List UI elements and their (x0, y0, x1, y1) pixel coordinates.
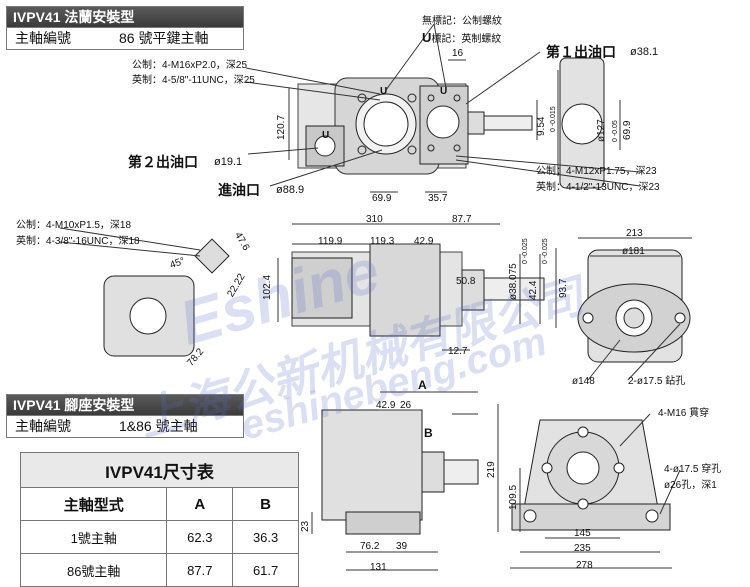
outlet2-dia: ø19.1 (214, 156, 243, 168)
dim-310: 310 (366, 214, 383, 225)
dim-127: ø127 (596, 119, 607, 142)
end-view-dimension-lines (578, 237, 692, 381)
dim-120-7: 120.7 (276, 114, 287, 140)
dim-a: A (418, 378, 427, 392)
spec-header-type: 主軸型式 (19, 487, 168, 521)
dim-b: B (424, 426, 433, 440)
dim-12-7: 12.7 (448, 346, 468, 357)
side-view-pump (103, 238, 545, 357)
flange-shaft-value: 86 號平鍵主軸 (119, 30, 209, 46)
spec-table: IVPV41尺寸表 主軸型式 A B 1號主軸 62.3 36.3 86號主軸 … (19, 452, 299, 587)
dim-foot-131: 131 (370, 562, 387, 573)
dim-181: ø181 (622, 246, 645, 257)
spec-cell-b: 61.7 (232, 553, 299, 587)
u-mark-a: U (380, 86, 388, 97)
dim-38-tol: 0 -0.025 (522, 238, 529, 264)
dim-9-54-tol: 0 -0.015 (550, 106, 557, 132)
dim-foot-26: 26 (400, 400, 412, 411)
note-mid-imperial: 英制：4-3/8"-16UNC，深18 (16, 236, 140, 247)
dim-foot-109-5: 109.5 (508, 484, 519, 510)
foot-mount-side-view (321, 409, 479, 535)
note-right-imperial: 英制：4-1/2"-13UNC，深23 (536, 182, 660, 193)
dim-foot-235: 235 (574, 543, 591, 554)
dim-foot-42-9: 42.9 (376, 400, 396, 411)
legend-u-mark: U標記：英制螺紋 (422, 30, 502, 46)
spec-cell-type: 1號主軸 (19, 520, 168, 554)
dim-42-tol: 0 -0.025 (542, 238, 549, 264)
table-row: 86號主軸 87.7 61.7 (19, 553, 299, 587)
note-h17-5: 4-ø17.5 穿孔 (664, 464, 722, 475)
foot-shaft-row: 主軸編號 1&86 號主軸 (7, 415, 243, 437)
dim-foot-23: 23 (300, 520, 311, 532)
dim-foot-219: 219 (486, 461, 497, 478)
dim-42-9: 42.9 (414, 236, 434, 247)
dim-16: 16 (452, 48, 464, 59)
foot-mount-front-view (511, 419, 671, 531)
dim-127-tol: 0 -0.05 (612, 120, 619, 142)
spec-header-b: B (232, 487, 299, 521)
dim-69-9-a: 69.9 (372, 193, 392, 204)
foot-shaft-label: 主軸編號 (15, 418, 71, 434)
dim-foot-39: 39 (396, 541, 408, 552)
u-mark-c: U (322, 130, 330, 141)
spec-cell-type: 86號主軸 (19, 553, 168, 587)
note-top-imperial: 英制：4-5/8"-11UNC，深25 (132, 75, 255, 86)
dim-foot-278: 278 (576, 560, 593, 571)
inlet-dia: ø88.9 (276, 184, 305, 196)
note-m16: 4-M16 貫穿 (658, 408, 710, 419)
foot-mount-title: IVPV41 腳座安裝型 (7, 395, 243, 415)
dim-42-4: 42.4 (528, 280, 539, 300)
spec-cell-b: 36.3 (232, 520, 299, 554)
note-right-metric: 公制：4-M12xP1.75，深23 (536, 166, 657, 177)
outlet1-dia: ø38.1 (630, 46, 659, 58)
flange-shaft-label: 主軸編號 (15, 30, 71, 46)
outlet2-label: 第２出油口 (128, 154, 198, 170)
dim-50-8: 50.8 (456, 276, 476, 287)
dim-119-9: 119.9 (318, 236, 343, 247)
outlet1-label: 第１出油口 (546, 44, 616, 60)
note-top-metric: 公制：4-M16xP2.0，深25 (132, 60, 248, 71)
table-row: 1號主軸 62.3 36.3 (19, 520, 299, 554)
note-h26: ø26孔，深1 (664, 480, 717, 491)
legend-u-letter: U (422, 30, 432, 45)
dim-35-7: 35.7 (428, 193, 448, 204)
dim-213: 213 (626, 228, 643, 239)
dim-38-075: ø38.075 (508, 263, 519, 300)
dim-holes: 2-ø17.5 鉆孔 (628, 376, 686, 387)
dim-102-4: 102.4 (262, 274, 273, 300)
end-view-flange (577, 249, 691, 363)
legend-no-mark: 無標記：公制螺紋 (422, 16, 502, 27)
u-mark-b: U (440, 86, 448, 97)
foot-side-dimension-lines (311, 391, 478, 571)
spec-header-a: A (166, 487, 234, 521)
flange-shaft-row: 主軸編號 86 號平鍵主軸 (7, 27, 243, 49)
dim-69-9-b: 69.9 (622, 120, 633, 140)
inlet-label: 進油口 (218, 182, 260, 198)
dim-148: ø148 (572, 376, 595, 387)
side-view-dimension-lines (59, 223, 557, 351)
flange-mount-title: IVPV41 法蘭安裝型 (7, 7, 243, 27)
flange-mount-header: IVPV41 法蘭安裝型 主軸編號 86 號平鍵主軸 (6, 6, 244, 50)
dim-119-3: 119.3 (370, 236, 395, 247)
top-view-pump (297, 57, 605, 189)
top-view-dimension-lines (245, 23, 641, 193)
foot-shaft-value: 1&86 號主軸 (119, 418, 198, 434)
spec-cell-a: 62.3 (166, 520, 234, 554)
spec-table-caption: IVPV41尺寸表 (20, 452, 299, 488)
dim-9-54: 9.54 (536, 116, 547, 136)
dim-foot-76-2: 76.2 (360, 541, 380, 552)
foot-mount-header: IVPV41 腳座安裝型 主軸編號 1&86 號主軸 (6, 394, 244, 438)
legend-u-text: 標記：英制螺紋 (431, 34, 502, 45)
note-mid-metric: 公制：4-M10xP1.5，深18 (16, 220, 132, 231)
dim-93-7: 93.7 (558, 278, 569, 298)
dim-foot-145: 145 (574, 528, 591, 539)
foot-front-dimension-lines (497, 404, 681, 569)
dim-87-7: 87.7 (452, 214, 472, 225)
